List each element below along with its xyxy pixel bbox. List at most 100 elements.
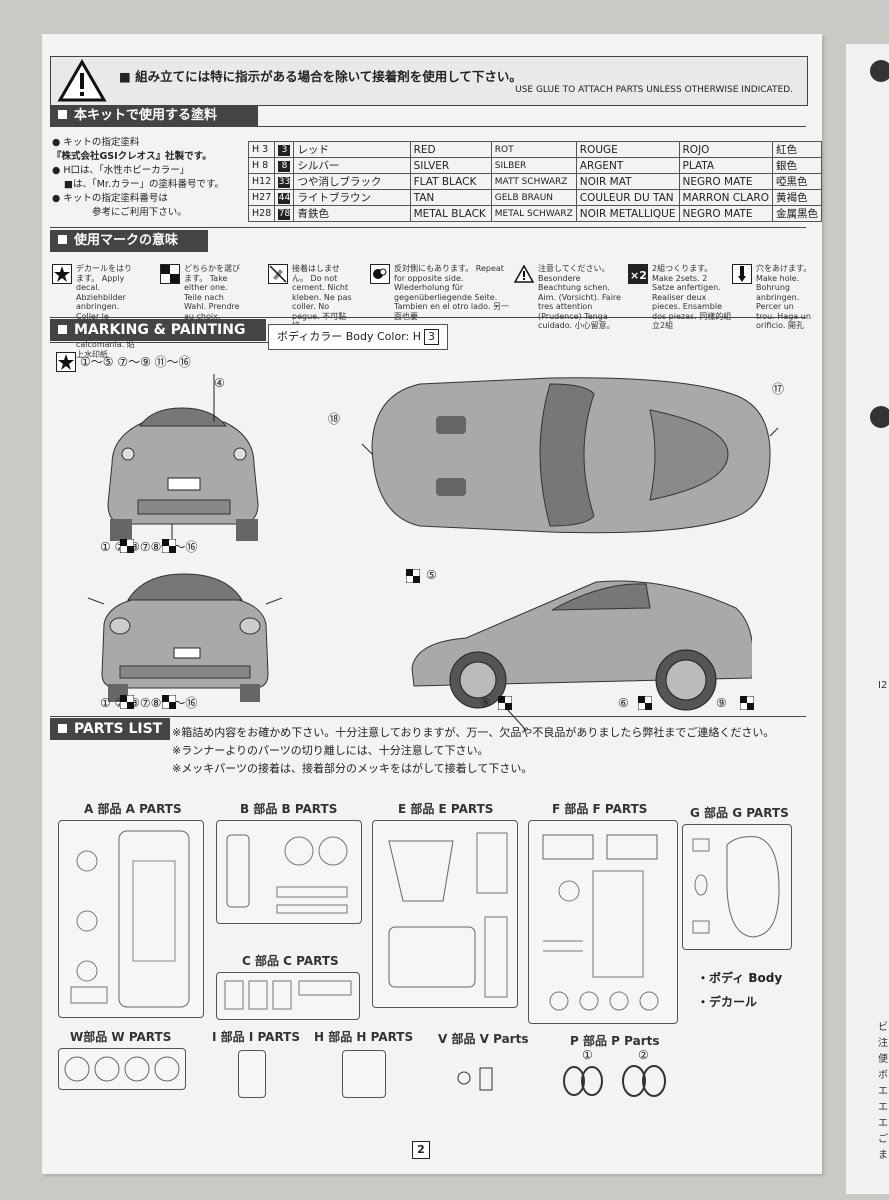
runner-label-f: F 部品 F PARTS	[552, 802, 648, 816]
paint-name-jp: シルバー	[293, 157, 411, 174]
paint-number: 44	[274, 189, 295, 206]
instruction-sheet: ■ 組み立てには特に指示がある場合を除いて接着剤を使用して下さい。 USE GL…	[42, 34, 823, 1174]
no-glue-icon	[268, 264, 288, 284]
p-part-number: ②	[638, 1048, 649, 1062]
warning-triangle-icon	[57, 59, 107, 102]
runner-w-parts	[64, 1056, 180, 1082]
paint-name-de: SILBER	[490, 157, 577, 174]
next-sheet-text: ビ	[878, 1022, 888, 1033]
section-divider	[50, 716, 806, 717]
paint-name-cn: 紅色	[771, 141, 823, 158]
paint-name-de: ROT	[490, 141, 577, 158]
paint-name-fr: NOIR METALLIQUE	[575, 205, 680, 222]
runner-w	[58, 1048, 186, 1090]
section-divider	[50, 342, 268, 343]
runner-a-parts	[70, 830, 190, 1008]
next-sheet-text: エ	[878, 1102, 888, 1113]
runner-label-c: C 部品 C PARTS	[242, 954, 339, 968]
runner-i	[238, 1050, 266, 1098]
runner-f-parts	[542, 834, 659, 1011]
top-view-callout: ⑱	[328, 412, 341, 426]
top-view-drawing	[361, 377, 779, 534]
paint-name-es: NEGRO MATE	[678, 173, 773, 190]
next-sheet-text: ご	[878, 1134, 888, 1145]
parts-notes: ※箱詰め内容をお確かめ下さい。十分注意しておりますが、万一、欠品や不良品がありま…	[172, 724, 774, 778]
checkered-choice-icon	[160, 264, 180, 284]
checkered-choice-icon	[162, 539, 176, 553]
runner-label-p: P 部品 P Parts	[570, 1034, 660, 1048]
parts-note: ※箱詰め内容をお確かめ下さい。十分注意しておりますが、万一、欠品や不良品がありま…	[172, 726, 775, 739]
paint-name-jp: ライトブラウン	[293, 189, 411, 206]
side-view-callout: ⑨	[716, 696, 727, 710]
runner-label-b: B 部品 B PARTS	[240, 802, 338, 816]
paint-name-es: ROJO	[678, 141, 773, 158]
runner-c	[216, 972, 360, 1020]
checkered-choice-icon	[740, 696, 754, 710]
rear-options: ① ② ③⑦⑧⑪～⑯	[100, 540, 198, 554]
step-circle-icon	[870, 60, 889, 82]
paint-note: ● キットの指定塗料番号は	[52, 193, 168, 204]
checkered-choice-icon	[638, 696, 652, 710]
body-color-code: 3	[424, 329, 439, 345]
paint-name-es: NEGRO MATE	[678, 205, 773, 222]
runner-label-v: V 部品 V Parts	[438, 1032, 529, 1046]
paint-code: H12	[247, 173, 276, 190]
paint-code: H 8	[247, 157, 276, 174]
paint-name-fr: COULEUR DU TAN	[575, 189, 680, 206]
mark-text: 接着はしません。 Do not cement. Nicht kleben. Ne…	[292, 264, 352, 330]
paint-name-de: GELB BRAUN	[490, 189, 577, 206]
paint-name-fr: NOIR MAT	[575, 173, 680, 190]
front-options: ① ② ③⑦⑧⑪～⑯	[100, 696, 198, 710]
checkered-choice-icon	[120, 695, 134, 709]
side-view-callout: ⑨	[480, 696, 491, 710]
paint-name-en: FLAT BLACK	[409, 173, 492, 190]
decal-item: ・デカール	[697, 995, 758, 1009]
rear-view-drawing	[107, 374, 259, 544]
paint-name-jp: つや消しブラック	[293, 173, 411, 190]
paint-note: 参考にご利用下さい。	[92, 207, 187, 218]
top-view-callout: ⑰	[772, 382, 785, 396]
paint-name-de: MATT SCHWARZ	[490, 173, 577, 190]
body-color-label: ボディカラー Body Color: H	[277, 330, 421, 343]
checkered-choice-icon	[162, 695, 176, 709]
paint-number: 33	[274, 173, 295, 190]
drill-hole-icon	[732, 264, 752, 284]
paint-section-title: 本キットで使用する塗料	[50, 105, 258, 127]
paint-note: 『株式会社GSIクレオス』社製です。	[52, 151, 212, 162]
runner-v-parts	[457, 1067, 493, 1091]
paint-number: 8	[274, 157, 295, 174]
paint-name-cn: 啞黒色	[771, 173, 823, 190]
mark-text: デカールをはります。 Apply decal. Abziehbilder anb…	[76, 264, 135, 359]
warning-text-en: USE GLUE TO ATTACH PARTS UNLESS OTHERWIS…	[515, 85, 793, 95]
runner-label-e: E 部品 E PARTS	[398, 802, 494, 816]
runner-label-w: W部品 W PARTS	[70, 1030, 172, 1044]
paint-name-jp: レッド	[293, 141, 411, 158]
mark-text: 注意してください。 Besondere Beachtung schen. Aim…	[538, 264, 621, 330]
mark-text: 2組つくります。 Make 2sets. 2 Satze anfertigen.…	[652, 264, 732, 330]
decal-sequence: ①～⑤ ⑦～⑨ ⑪～⑯	[80, 355, 191, 369]
paint-name-de: METAL SCHWARZ	[490, 205, 577, 222]
section-divider	[50, 227, 806, 228]
step-circle-icon	[870, 406, 889, 428]
runner-g-parts	[692, 836, 780, 938]
paint-name-en: RED	[409, 141, 492, 158]
section-divider	[50, 317, 806, 318]
warning-text-jp: ■ 組み立てには特に指示がある場合を除いて接着剤を使用して下さい。	[119, 69, 522, 84]
mark-text: 穴をあけます。 Make hole. Bohrung anbringen. Pe…	[756, 264, 812, 330]
paint-name-es: MARRON CLARO	[678, 189, 773, 206]
paint-name-fr: ARGENT	[575, 157, 680, 174]
body-item: ・ボディ Body	[697, 971, 783, 985]
marks-section-title: 使用マークの意味	[50, 230, 208, 252]
side-view-callout: ⑤	[426, 568, 437, 582]
runner-b	[216, 820, 362, 924]
runner-f	[528, 820, 678, 1024]
star-decal-icon	[56, 352, 76, 372]
paint-note: ● キットの指定塗料	[52, 137, 140, 148]
paint-notes: ● キットの指定塗料 『株式会社GSIクレオス』社製です。 ● H口は、「水性ホ…	[52, 136, 242, 220]
p-part-number: ①	[582, 1048, 593, 1062]
runner-b-parts	[226, 834, 348, 914]
parts-section-title: PARTS LIST	[50, 718, 170, 740]
